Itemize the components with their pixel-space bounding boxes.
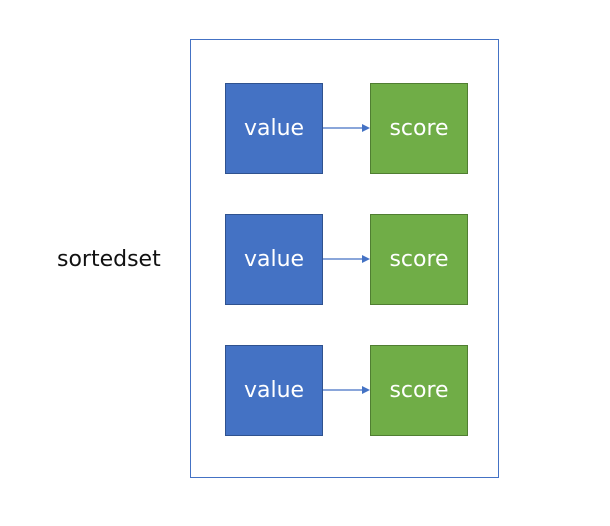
value-box: value: [225, 345, 323, 436]
entry-row: value score: [191, 83, 498, 174]
value-box: value: [225, 83, 323, 174]
arrow-icon: [323, 255, 370, 263]
sortedset-container: value score value score value score: [190, 39, 499, 478]
arrow-icon: [323, 124, 370, 132]
score-box: score: [370, 83, 468, 174]
value-box: value: [225, 214, 323, 305]
arrow-icon: [323, 386, 370, 394]
entry-row: value score: [191, 345, 498, 436]
score-box: score: [370, 214, 468, 305]
sortedset-label: sortedset: [57, 247, 161, 272]
score-box: score: [370, 345, 468, 436]
entry-row: value score: [191, 214, 498, 305]
